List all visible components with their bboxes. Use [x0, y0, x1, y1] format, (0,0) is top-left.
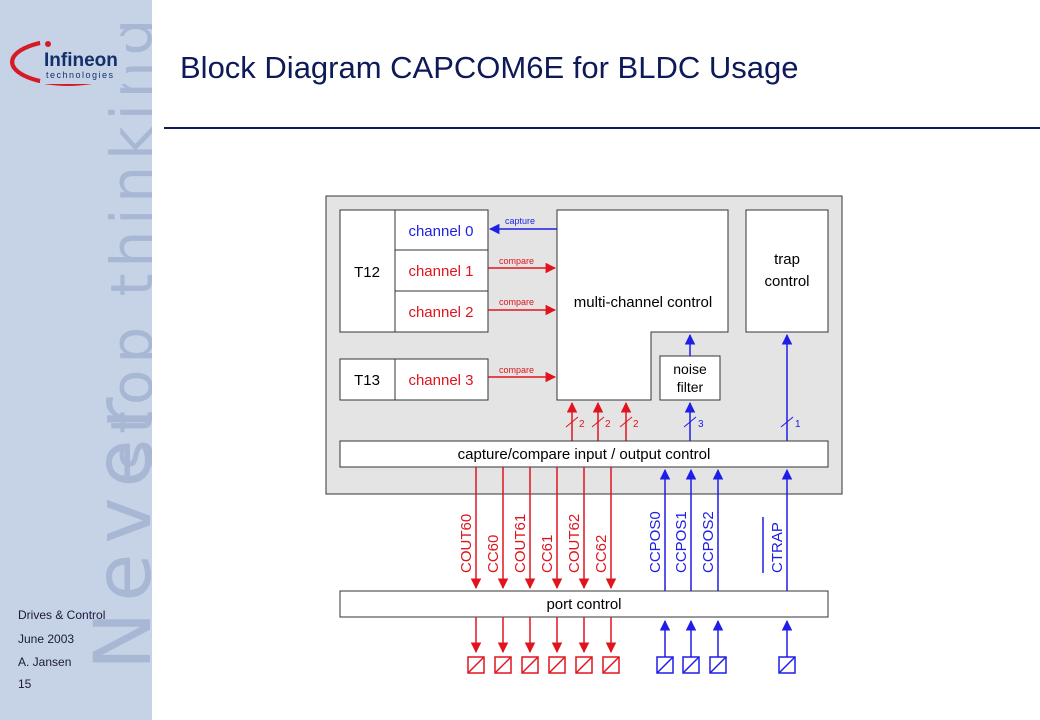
svg-text:2: 2: [579, 419, 585, 430]
signal-cc60: CC60: [485, 535, 502, 573]
compare-label-ch1: compare: [499, 256, 534, 266]
internal-buses: 2 2 2 3 1: [565, 333, 801, 441]
signal-cc62: CC62: [593, 535, 610, 573]
trap-control-box: [745, 209, 829, 333]
channel0-label: channel 0: [408, 223, 473, 240]
output-pins: [467, 617, 620, 674]
slide-title: Block Diagram CAPCOM6E for BLDC Usage: [180, 50, 799, 85]
channel3-box: [394, 358, 489, 401]
footer-dept: Drives & Control: [18, 608, 106, 622]
signal-ccpos1: CCPOS1: [673, 511, 690, 573]
channel3-label: channel 3: [408, 372, 473, 389]
noise-filter-label-line1: noise: [673, 361, 707, 377]
compare-label-ch3: compare: [499, 365, 534, 375]
capture-label: capture: [505, 216, 535, 226]
sidebar: [0, 0, 152, 720]
cc-io-control-label: capture/compare input / output control: [458, 446, 711, 463]
stop-thinking-watermark: stop thinking Never: [79, 13, 152, 670]
signal-cout60: COUT60: [458, 514, 475, 573]
channel2-box: [394, 290, 489, 333]
signal-cout61: COUT61: [512, 514, 529, 573]
signal-cout62: COUT62: [566, 514, 583, 573]
signal-labels: COUT60 CC60 COUT61 CC61 COUT62 CC62 CCPO…: [458, 511, 786, 573]
footer-author: A. Jansen: [18, 655, 72, 669]
channel1-label: channel 1: [408, 263, 473, 280]
t12-box: [339, 209, 396, 333]
t12-label: T12: [354, 264, 380, 281]
signal-ccpos2: CCPOS2: [700, 511, 717, 573]
infineon-logo: Infineon technologies: [10, 36, 126, 86]
noise-filter-label-line2: filter: [677, 379, 704, 395]
multi-channel-control-label: multi-channel control: [574, 294, 712, 311]
logo-sub: technologies: [46, 70, 115, 80]
port-control-box: [339, 590, 829, 618]
channel2-label: channel 2: [408, 304, 473, 321]
cc-io-control-box: [339, 440, 829, 468]
footer-date: June 2003: [18, 632, 75, 646]
svg-text:2: 2: [633, 419, 639, 430]
svg-text:1: 1: [795, 419, 801, 430]
svg-text:2: 2: [605, 419, 611, 430]
watermark-line1: stop thinking: [98, 13, 152, 470]
footer-page-number: 15: [18, 677, 32, 691]
t13-box: [339, 358, 396, 401]
multi-channel-control-box: [556, 209, 729, 401]
noise-filter-box: [659, 355, 721, 401]
input-pins: [656, 619, 796, 674]
trap-control-label-line2: control: [764, 273, 809, 290]
svg-text:3: 3: [698, 419, 704, 430]
signal-lines: [470, 467, 793, 591]
title-rule: [164, 127, 1040, 129]
logo-name: Infineon: [44, 50, 118, 71]
signal-ccpos0: CCPOS0: [647, 511, 664, 573]
trap-control-label-line1: trap: [774, 251, 800, 268]
signal-ctrap: CTRAP: [769, 522, 786, 573]
t13-label: T13: [354, 372, 380, 389]
compare-label-ch2: compare: [499, 297, 534, 307]
watermark-line2: Never: [79, 387, 152, 670]
signal-cc61: CC61: [539, 535, 556, 573]
port-control-label: port control: [546, 596, 621, 613]
